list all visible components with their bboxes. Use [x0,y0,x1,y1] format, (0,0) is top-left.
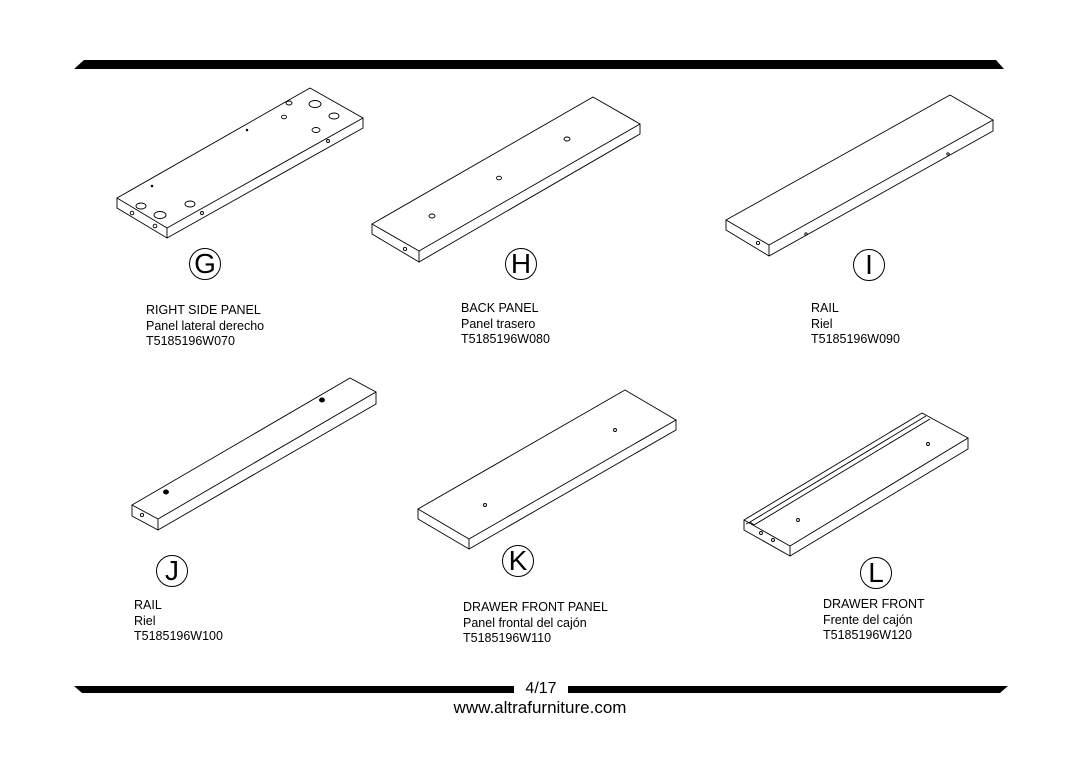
part-name-es: Panel trasero [461,316,536,331]
part-name-en: DRAWER FRONT [823,597,925,611]
part-name-en: BACK PANEL [461,301,539,315]
part-label-i: RAIL Riel T5185196W090 [811,301,900,348]
part-letter-l: L [860,557,892,589]
part-code: T5185196W120 [823,628,912,642]
part-letter-h: H [505,248,537,280]
part-label-k: DRAWER FRONT PANEL Panel frontal del caj… [463,600,608,647]
part-name-es: Frente del cajón [823,612,913,627]
part-letter-k: K [502,545,534,577]
part-name-en: RAIL [134,598,162,612]
part-name-en: DRAWER FRONT PANEL [463,600,608,614]
part-g-drawing [116,87,364,239]
part-letter-i: I [853,249,885,281]
part-k-drawing [417,389,677,550]
part-code: T5185196W070 [146,334,235,348]
part-name-es: Riel [811,316,833,331]
part-l-drawing [743,412,969,557]
part-code: T5185196W090 [811,332,900,346]
part-code: T5185196W110 [463,631,552,645]
part-name-es: Panel lateral derecho [146,318,265,333]
part-letter-g: G [189,248,221,280]
part-name-en: RAIL [811,301,839,315]
part-name-es: Riel [134,613,156,628]
part-label-l: DRAWER FRONT Frente del cajón T5185196W1… [823,597,925,644]
part-letter-j: J [156,555,188,587]
part-code: T5185196W080 [461,332,550,346]
part-h-drawing [371,96,641,263]
part-label-j: RAIL Riel T5185196W100 [134,598,223,645]
part-name-en: RIGHT SIDE PANEL [146,303,261,317]
page-number: 4/17 [514,680,568,698]
part-j-drawing [131,377,377,531]
part-code: T5185196W100 [134,629,223,643]
part-label-h: BACK PANEL Panel trasero T5185196W080 [461,301,550,348]
part-i-drawing [725,94,994,257]
part-label-g: RIGHT SIDE PANEL Panel lateral derecho T… [146,303,264,350]
part-name-es: Panel frontal del cajón [463,615,587,630]
website-url[interactable]: www.altrafurniture.com [453,698,627,717]
